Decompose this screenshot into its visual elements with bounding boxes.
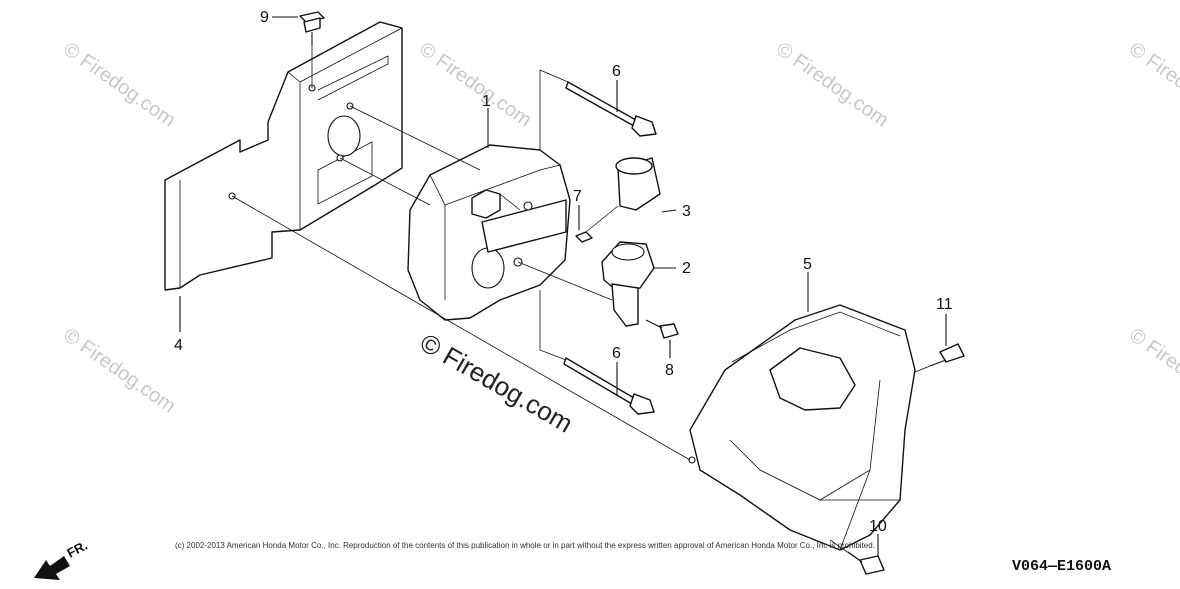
part-5-cover	[688, 304, 916, 551]
callout-1: 1	[482, 93, 491, 110]
callout-6-lower: 6	[612, 345, 621, 362]
callout-6-upper: 6	[612, 63, 621, 80]
assembly-lines	[231, 46, 931, 563]
callout-2: 2	[682, 260, 691, 277]
callout-10: 10	[869, 518, 887, 535]
front-label: FR.	[64, 538, 90, 561]
part-6-bolt-lower	[563, 357, 655, 415]
part-4-plate	[164, 21, 403, 291]
part-10-bolt	[847, 551, 885, 575]
watermark-small: © Firedog.com	[772, 38, 892, 131]
callout-labels: 1 2 3 4 5 6 6 7 8 9 10 11	[174, 9, 953, 535]
part-7-screw	[575, 231, 593, 243]
part-2-arrester	[601, 241, 655, 327]
copyright-notice: (c) 2002-2013 American Honda Motor Co., …	[175, 541, 875, 550]
front-arrow-icon	[34, 556, 70, 580]
watermark-main: © Firedog.com	[415, 327, 578, 438]
part-3-cap	[615, 157, 661, 211]
watermark-small: © Firedog.com	[59, 324, 179, 417]
callout-7: 7	[573, 188, 582, 205]
part-11-bolt	[929, 343, 965, 367]
watermark-small: © Firedog.com	[415, 38, 535, 131]
watermark-small: © Firedog.com	[59, 38, 179, 131]
callout-9: 9	[260, 9, 269, 26]
watermark-small: © Firedog.com	[1125, 324, 1180, 417]
callout-11: 11	[936, 296, 953, 313]
diagram-code: V064—E1600A	[1012, 558, 1111, 575]
part-6-bolt-upper	[565, 81, 657, 137]
callout-5: 5	[803, 256, 812, 273]
part-1-muffler	[407, 144, 571, 321]
part-8-screw	[645, 319, 679, 339]
front-direction-indicator: FR.	[34, 538, 90, 580]
part-9-bolt	[299, 11, 325, 46]
callout-3: 3	[682, 203, 691, 220]
watermark-small: © Firedog.com	[1125, 38, 1180, 131]
callout-4: 4	[174, 337, 183, 354]
callout-8: 8	[665, 362, 674, 379]
callout-leaders	[179, 16, 947, 556]
